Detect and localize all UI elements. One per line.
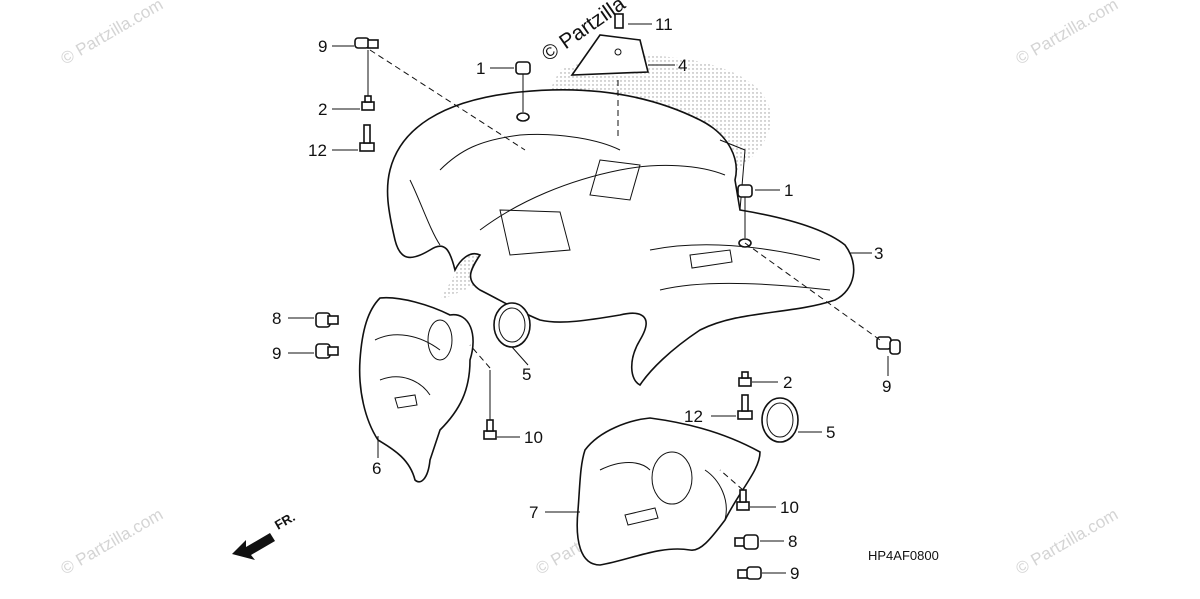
rubber-ring-right [761, 397, 799, 443]
callout-10-right: 10 [780, 498, 799, 517]
front-direction-arrow: FR. [232, 509, 298, 560]
rubber-ring-left [493, 302, 531, 348]
callout-7: 7 [529, 503, 538, 522]
callout-4: 4 [678, 56, 687, 75]
bolt-12-top [359, 124, 375, 152]
clip-9-top [354, 37, 379, 49]
clip-8-bottom [734, 534, 759, 550]
callout-12-right: 12 [684, 407, 703, 426]
grommet-1-top [515, 61, 531, 75]
grommet-1-fender-top [516, 112, 530, 122]
direction-label: FR. [272, 509, 298, 532]
callout-5-right: 5 [826, 423, 835, 442]
screw-10-left [483, 419, 497, 440]
screw-11 [614, 13, 624, 29]
clip-9-left [315, 343, 339, 359]
callout-10-left: 10 [524, 428, 543, 447]
bolt-12-right [737, 394, 753, 420]
right-inner-panel [576, 417, 761, 566]
cover-lid [570, 34, 650, 76]
callouts: 9 2 12 1 11 4 1 3 8 9 5 9 2 12 5 10 6 10… [272, 15, 891, 583]
lid-hole [614, 48, 622, 56]
diagram-code: HP4AF0800 [868, 548, 939, 563]
callout-6: 6 [372, 459, 381, 478]
callout-11: 11 [655, 15, 673, 34]
callout-9-left: 9 [272, 344, 281, 363]
callout-2-top-left: 2 [318, 100, 327, 119]
callout-5-left: 5 [522, 365, 531, 384]
alignment-lines [369, 49, 881, 491]
callout-1-top: 1 [476, 59, 485, 78]
callout-9-right: 9 [882, 377, 891, 396]
clip-9-right [876, 336, 901, 355]
callout-12-top-left: 12 [308, 141, 327, 160]
clip-9-bottom [737, 566, 762, 580]
bolt-2-right [738, 371, 752, 387]
left-inner-panel [358, 296, 474, 483]
clip-8-left [315, 312, 339, 328]
callout-2-right: 2 [783, 373, 792, 392]
watermark-top-right: © Partzilla.com [1013, 0, 1122, 68]
front-fender [386, 89, 855, 387]
watermark-bottom-right: © Partzilla.com [1013, 505, 1122, 579]
callout-9-bottom: 9 [790, 564, 799, 583]
leader-lines [288, 23, 889, 574]
callout-8-left: 8 [272, 309, 281, 328]
callout-8-bottom: 8 [788, 532, 797, 551]
watermark-top-left: © Partzilla.com [58, 0, 167, 68]
grommet-1-right [737, 184, 753, 198]
callout-9-top-left: 9 [318, 37, 327, 56]
bolt-2-top [361, 95, 375, 111]
watermark-mid-left: © Partzilla.com [58, 505, 167, 579]
callout-3: 3 [874, 244, 883, 263]
callout-1-right: 1 [784, 181, 793, 200]
